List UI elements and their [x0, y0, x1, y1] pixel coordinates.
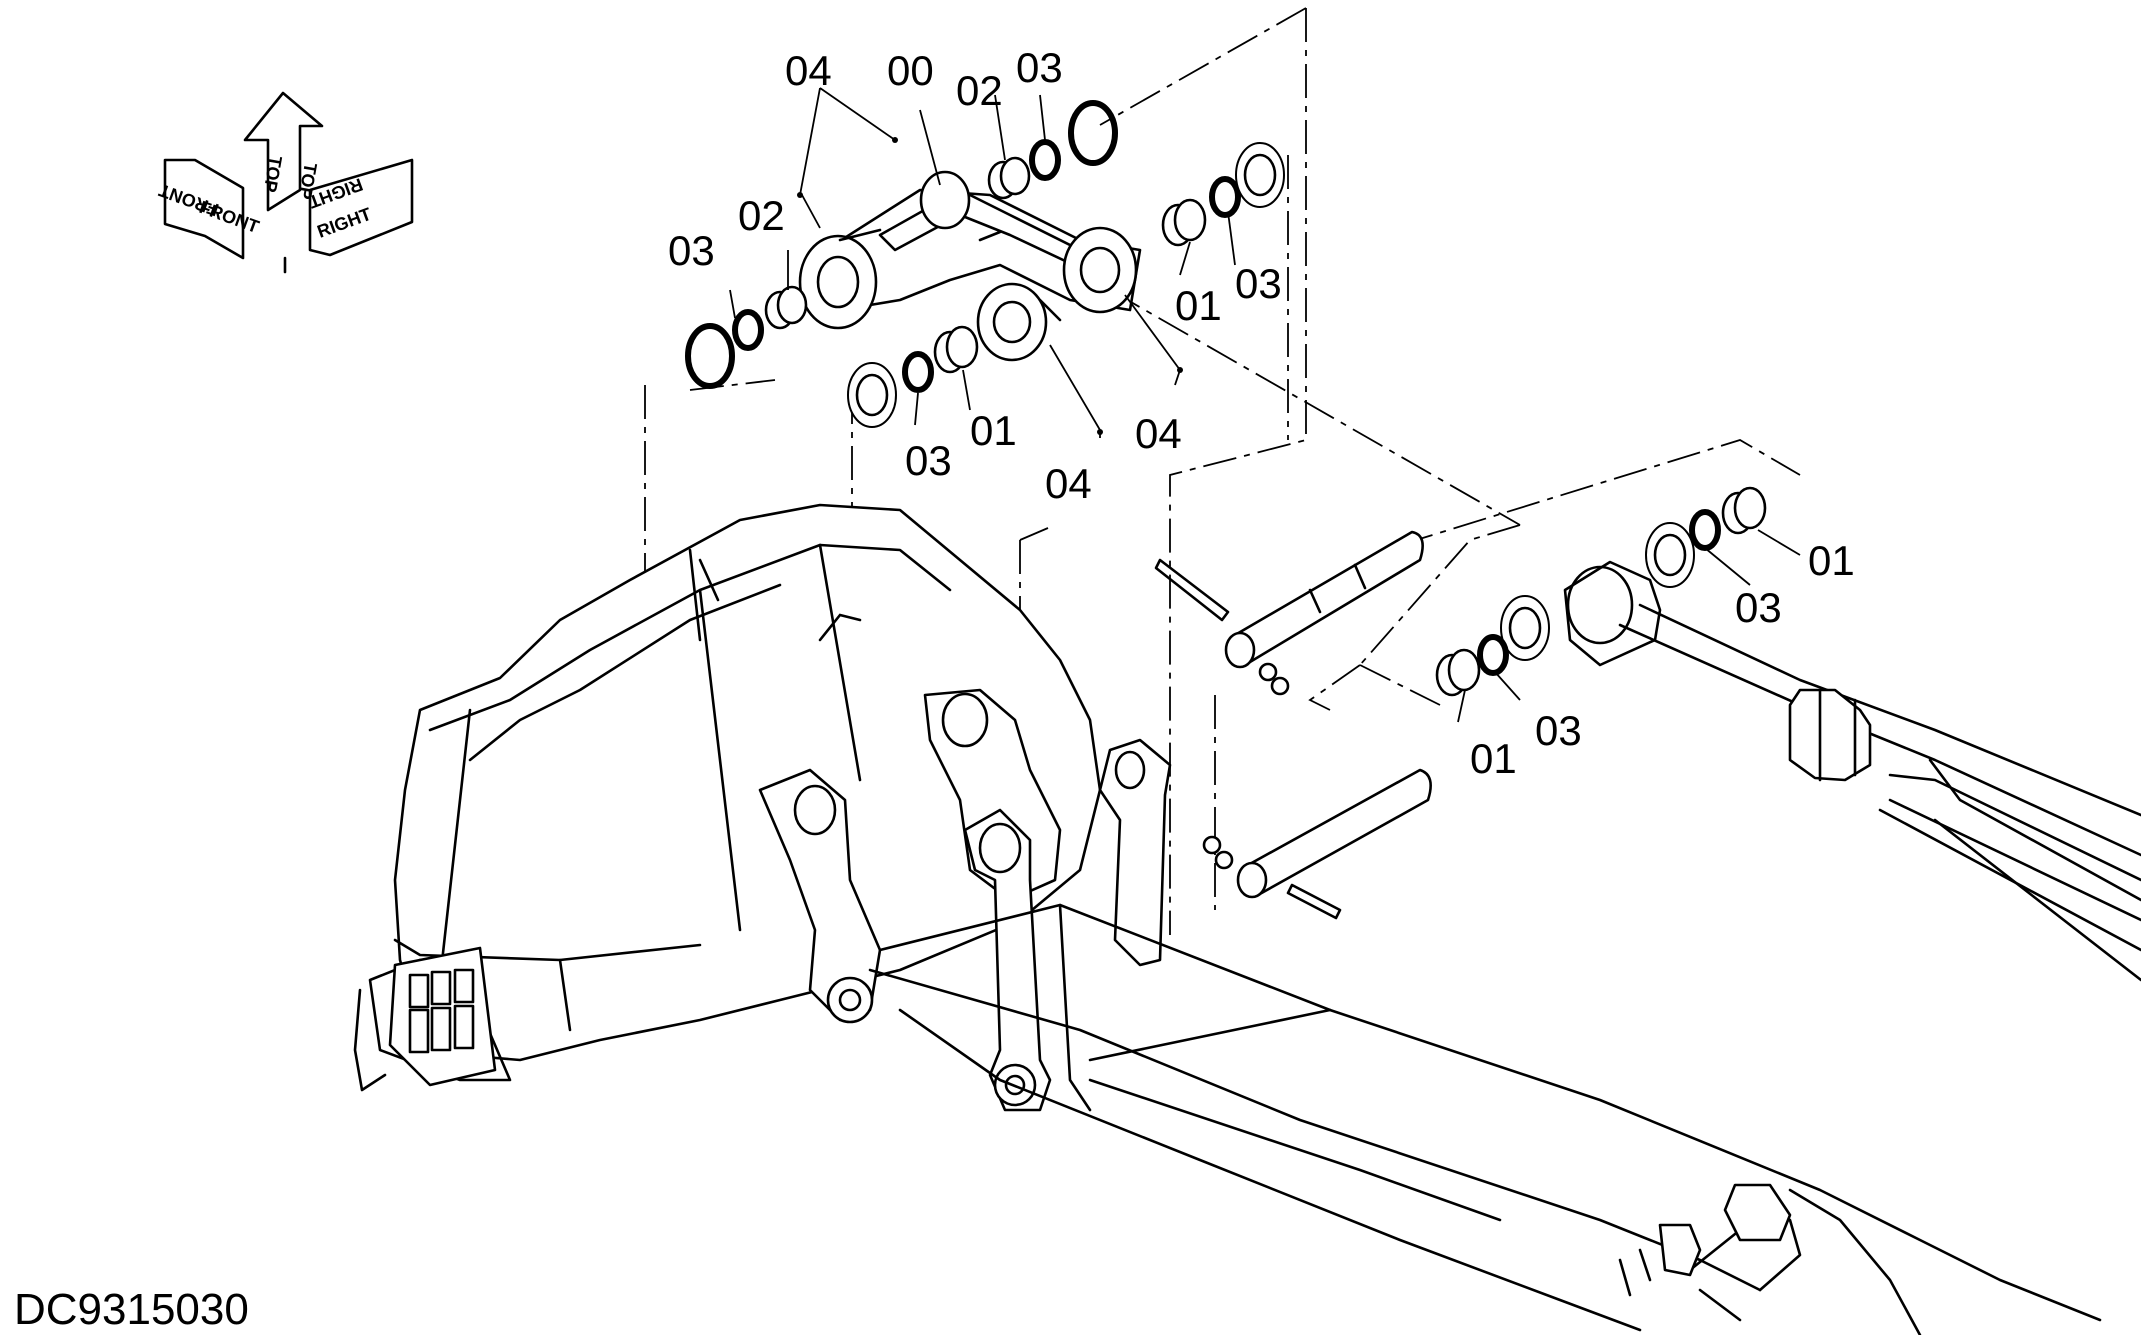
callout-01-lower: 01 [970, 407, 1017, 454]
callout-03-lower: 03 [905, 437, 952, 484]
callout-04-top: 04 [785, 47, 832, 94]
link-assembly [798, 170, 1142, 362]
pins [1154, 530, 1432, 920]
bucket [353, 503, 1102, 1092]
callout-01-upper-right: 01 [1175, 282, 1222, 329]
bucket-cylinder [1618, 603, 2141, 982]
arm-tip-bushings [1435, 486, 1767, 697]
document-id: DC9315030 [14, 1285, 249, 1334]
callout-01-mid-right: 01 [1470, 735, 1517, 782]
callout-01-far-right: 01 [1808, 537, 1855, 584]
callout-leaders [729, 87, 1801, 723]
callout-03-far-right: 03 [1735, 584, 1782, 631]
callout-04-right: 04 [1135, 410, 1182, 457]
callout-03-left: 03 [668, 227, 715, 274]
callout-labels: 04 00 02 03 02 03 01 03 03 01 04 04 01 0… [668, 44, 1855, 782]
callout-00: 00 [887, 47, 934, 94]
callout-03-mid-right: 03 [1535, 707, 1582, 754]
callout-03-top: 03 [1016, 44, 1063, 91]
link-bushings-and-seals [685, 100, 1285, 428]
callout-04-bottom: 04 [1045, 460, 1092, 507]
callout-02-top: 02 [956, 67, 1003, 114]
callout-03-upper-right: 03 [1235, 260, 1282, 307]
arm [868, 738, 2102, 1335]
orientation-symbol: FRONT FRONT TOP TOP RIGHT RIGHT [156, 91, 414, 274]
callout-02-left: 02 [738, 192, 785, 239]
